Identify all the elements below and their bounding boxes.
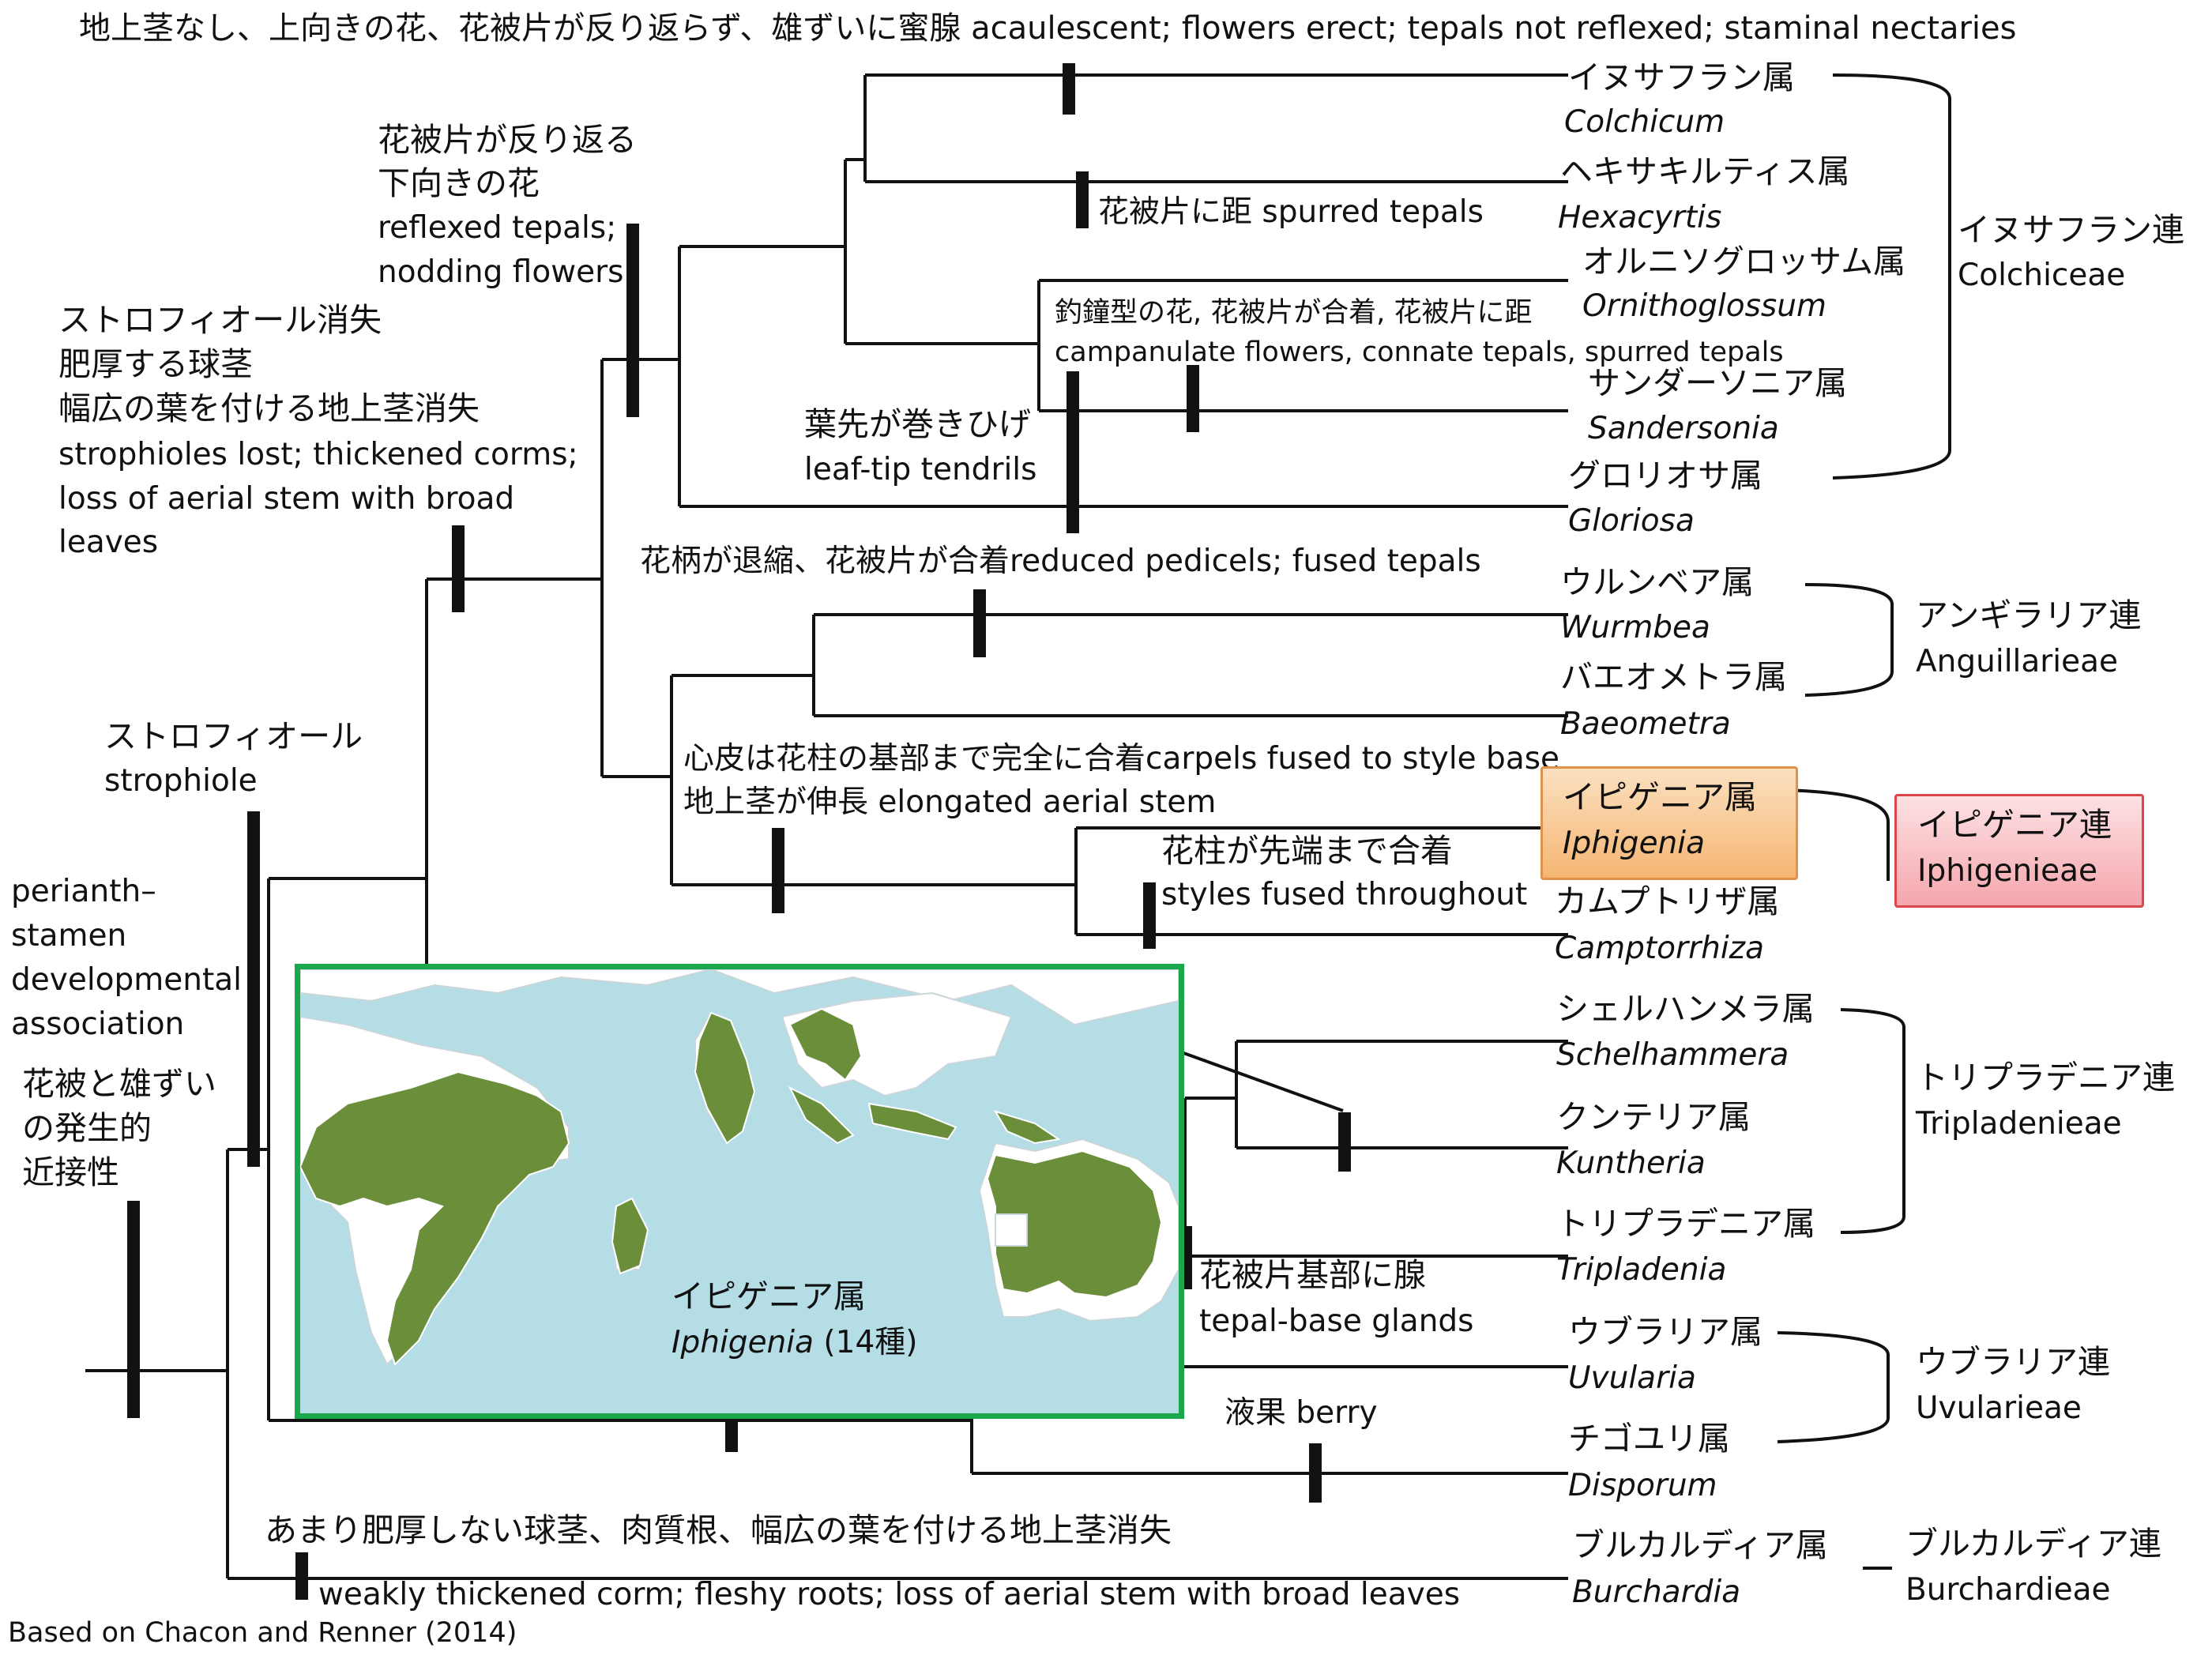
tribe-tripladenieae-la: Tripladenieae — [1916, 1106, 2122, 1142]
annotation-carpels-fused: 心皮は花柱の基部まで完全に合着carpels fused to style ba… — [683, 741, 1560, 777]
map-species-count: (14種) — [823, 1325, 918, 1360]
annotation-strophiole-ja: ストロフィオール — [104, 717, 363, 755]
genus-colchicum-ja: イヌサフラン属 — [1568, 58, 1795, 96]
annotation-reflexed-ja1: 花被片が反り返る — [378, 121, 637, 159]
tree-lines — [85, 73, 1568, 1580]
genus-camptorrhiza-ja: カムプトリザ属 — [1555, 882, 1780, 920]
map-title-la: Iphigenia — [672, 1325, 814, 1360]
genus-kuntheria-ja: クンテリア属 — [1556, 1098, 1751, 1136]
iphigenieae-tribe-highlight: イピゲニア連 Iphigenieae — [1894, 794, 2144, 908]
annotation-perianth-en1: perianth– — [11, 874, 156, 909]
annotation-perianth-ja1: 花被と雄ずい — [22, 1065, 216, 1103]
annotation-strophioles-lost-en3: leaves — [58, 525, 159, 560]
genus-camptorrhiza-la: Camptorrhiza — [1555, 931, 1765, 966]
genus-iphigenia-ja: イピゲニア属 — [1563, 778, 1757, 816]
genus-tripladenia-la: Tripladenia — [1556, 1252, 1727, 1288]
annotation-styles-fused-ja: 花柱が先端まで合着 — [1161, 832, 1453, 870]
genus-wurmbea-ja: ウルンベア属 — [1560, 563, 1755, 601]
tribe-burchardieae-ja: ブルカルディア連 — [1905, 1525, 2161, 1563]
tribe-anguillarieae-la: Anguillarieae — [1916, 644, 2119, 679]
genus-schelhammera-ja: シェルハンメラ属 — [1556, 990, 1815, 1028]
annotation-strophioles-lost-ja2: 肥厚する球茎 — [58, 345, 253, 383]
tribe-uvularieae-ja: ウブラリア連 — [1916, 1343, 2110, 1381]
annotation-perianth-ja2: の発生的 — [22, 1109, 152, 1147]
genus-ornithoglossum-la: Ornithoglossum — [1582, 288, 1826, 324]
annotation-reflexed-en1: reflexed tepals; — [378, 210, 617, 246]
character-bars — [127, 63, 1351, 1600]
annotation-perianth-en2: stamen — [11, 918, 127, 954]
genus-disporum-ja: チゴユリ属 — [1568, 1420, 1730, 1458]
genus-disporum-la: Disporum — [1568, 1468, 1717, 1503]
annotation-campanulate-ja: 釣鐘型の花, 花被片が合着, 花被片に距 — [1055, 297, 1533, 329]
annotation-strophioles-lost-en1: strophioles lost; thickened corms; — [58, 437, 578, 472]
tribe-colchiceae-ja: イヌサフラン連 — [1958, 211, 2184, 249]
annotation-glands-en: tepal-base glands — [1199, 1304, 1474, 1339]
genus-uvularia-la: Uvularia — [1568, 1360, 1696, 1396]
tribe-iphigenieae-la: Iphigenieae — [1917, 853, 2098, 889]
world-map — [300, 969, 1179, 1366]
annotation-styles-fused-en: styles fused throughout — [1161, 877, 1528, 912]
annotation-burchardia-en: weakly thickened corm; fleshy roots; los… — [318, 1577, 1461, 1612]
annotation-perianth-en4: association — [11, 1006, 185, 1042]
tribe-tripladenieae-ja: トリプラデニア連 — [1916, 1059, 2175, 1097]
genus-sandersonia-la: Sandersonia — [1588, 411, 1779, 446]
iphigenia-range — [300, 1007, 1163, 1366]
annotation-glands-ja: 花被片基部に腺 — [1199, 1256, 1426, 1294]
distribution-map: イピゲニア属 Iphigenia (14種) — [295, 964, 1184, 1419]
annotation-berry: 液果 berry — [1224, 1395, 1378, 1431]
annotation-strophioles-lost-en2: loss of aerial stem with broad — [58, 481, 515, 517]
tribe-iphigenieae-ja: イピゲニア連 — [1917, 806, 2112, 844]
genus-tripladenia-ja: トリプラデニア属 — [1556, 1205, 1815, 1243]
genus-kuntheria-la: Kuntheria — [1556, 1146, 1706, 1181]
iphigenia-genus-highlight: イピゲニア属 Iphigenia — [1540, 766, 1798, 880]
genus-hexacyrtis-la: Hexacyrtis — [1558, 200, 1722, 235]
annotation-strophioles-lost-ja3: 幅広の葉を付ける地上茎消失 — [58, 389, 480, 427]
genus-uvularia-ja: ウブラリア属 — [1568, 1313, 1762, 1351]
annotation-reflexed-ja2: 下向きの花 — [378, 164, 540, 202]
genus-colchicum-la: Colchicum — [1564, 104, 1725, 140]
genus-sandersonia-ja: サンダーソニア属 — [1588, 364, 1847, 402]
genus-iphigenia-la: Iphigenia — [1563, 826, 1706, 861]
genus-wurmbea-la: Wurmbea — [1560, 610, 1710, 645]
tribe-colchiceae-la: Colchiceae — [1958, 258, 2126, 293]
genus-hexacyrtis-ja: ヘキサキルティス属 — [1560, 152, 1850, 190]
tribe-uvularieae-la: Uvularieae — [1916, 1390, 2082, 1426]
genus-gloriosa-la: Gloriosa — [1568, 503, 1695, 539]
genus-burchardia-ja: ブルカルディア属 — [1572, 1526, 1828, 1564]
genus-burchardia-la: Burchardia — [1572, 1574, 1741, 1610]
annotation-burchardia-ja: あまり肥厚しない球茎、肉質根、幅広の葉を付ける地上茎消失 — [265, 1511, 1172, 1549]
genus-schelhammera-la: Schelhammera — [1556, 1037, 1789, 1073]
annotation-perianth-en3: developmental — [11, 962, 243, 998]
annotation-elongated-stem: 地上茎が伸長 elongated aerial stem — [683, 784, 1217, 820]
annotation-tendrils-ja: 葉先が巻きひげ — [804, 405, 1031, 443]
genus-baeometra-ja: バエオメトラ属 — [1560, 658, 1787, 696]
map-title-la-line: Iphigenia (14種) — [672, 1325, 917, 1362]
annotation-campanulate-en: campanulate flowers, connate tepals, spu… — [1055, 337, 1784, 368]
source-credit: Based on Chacon and Renner (2014) — [8, 1617, 517, 1649]
tribe-anguillarieae-ja: アンギラリア連 — [1916, 596, 2142, 634]
genus-ornithoglossum-ja: オルニソグロッサム属 — [1582, 243, 1906, 280]
genus-baeometra-la: Baeometra — [1560, 706, 1731, 742]
genus-gloriosa-ja: グロリオサ属 — [1568, 457, 1762, 495]
annotation-strophioles-lost-ja1: ストロフィオール消失 — [58, 301, 382, 339]
annotation-tendrils-en: leaf-tip tendrils — [804, 452, 1037, 487]
annotation-reflexed-en2: nodding flowers — [378, 254, 624, 290]
annotation-strophiole-en: strophiole — [104, 763, 258, 799]
annotation-perianth-ja3: 近接性 — [22, 1153, 119, 1191]
tribe-brackets — [1777, 73, 1951, 1570]
tribe-burchardieae-la: Burchardieae — [1905, 1572, 2111, 1608]
annotation-reduced-pedicels: 花柄が退縮、花被片が合着reduced pedicels; fused tepa… — [640, 544, 1481, 579]
annotation-spurred-tepals: 花被片に距 spurred tepals — [1098, 194, 1484, 230]
map-title-ja: イピゲニア属 — [672, 1277, 866, 1315]
top-note: 地上茎なし、上向きの花、花被片が反り返らず、雄ずいに蜜腺 acaulescent… — [79, 10, 2017, 47]
